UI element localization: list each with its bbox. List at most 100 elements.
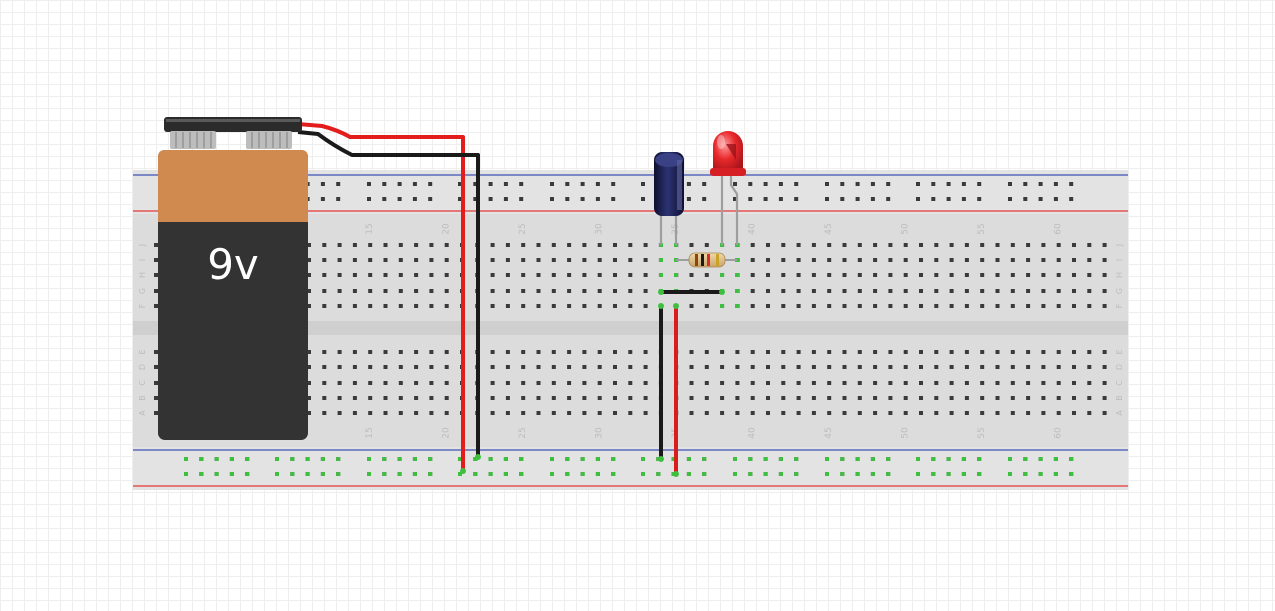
breadboard-hole (154, 304, 158, 308)
breadboard-hole (934, 289, 939, 293)
breadboard-hole (521, 273, 526, 277)
breadboard-hole (1056, 350, 1061, 354)
row-label: D (1115, 364, 1124, 370)
connected-hole (778, 472, 783, 476)
breadboard-hole (521, 396, 526, 400)
rail-hole (931, 182, 936, 186)
breadboard-hole (1102, 273, 1107, 277)
breadboard-hole (919, 365, 923, 369)
breadboard-hole (781, 411, 786, 415)
breadboard-hole (444, 381, 449, 385)
breadboard-hole (551, 411, 556, 415)
breadboard-hole (811, 396, 816, 400)
column-label: 45 (824, 427, 834, 438)
breadboard-hole (352, 350, 357, 354)
breadboard-hole (1026, 381, 1031, 385)
connected-hole (458, 457, 462, 461)
breadboard-hole (613, 396, 617, 400)
row-label: F (1115, 303, 1124, 308)
connected-hole (428, 457, 433, 461)
breadboard-hole (1041, 381, 1046, 385)
breadboard-hole (811, 350, 816, 354)
breadboard-hole (781, 365, 786, 369)
breadboard-hole (567, 350, 572, 354)
breadboard-hole (827, 365, 832, 369)
breadboard-hole (414, 396, 419, 400)
breadboard-hole (551, 304, 556, 308)
breadboard-hole (980, 396, 985, 400)
breadboard-hole (505, 258, 510, 262)
breadboard-hole (368, 350, 373, 354)
breadboard-hole (995, 304, 1000, 308)
connected-hole (748, 457, 753, 461)
connected-hole (702, 472, 707, 476)
breadboard-hole (903, 411, 908, 415)
connected-hole (214, 472, 219, 476)
connected-hole (412, 472, 417, 476)
row-label: G (1115, 288, 1124, 294)
breadboard-hole (750, 381, 755, 385)
connected-hole (229, 457, 234, 461)
row-label: B (138, 395, 147, 401)
breadboard-hole (414, 304, 419, 308)
breadboard-hole (827, 304, 832, 308)
breadboard-hole (704, 304, 709, 308)
breadboard-hole (643, 365, 648, 369)
row-label: J (138, 244, 147, 247)
breadboard-hole (689, 304, 694, 308)
breadboard-hole (919, 381, 923, 385)
rail-hole (855, 197, 860, 201)
breadboard-hole (154, 396, 158, 400)
rail-hole (488, 182, 493, 186)
breadboard-hole (597, 243, 602, 247)
breadboard-hole (1041, 396, 1046, 400)
breadboard-hole (613, 258, 617, 262)
breadboard-hole (643, 396, 648, 400)
connected-hole (367, 472, 371, 476)
connected-hole (686, 457, 691, 461)
breadboard-hole (1087, 243, 1092, 247)
breadboard-hole (1072, 243, 1076, 247)
breadboard-hole (322, 411, 327, 415)
connected-hole (275, 457, 279, 461)
breadboard-hole (1026, 289, 1031, 293)
connected-hole (778, 457, 783, 461)
breadboard-hole (154, 411, 158, 415)
breadboard-hole (735, 411, 740, 415)
breadboard-hole (888, 289, 893, 293)
breadboard-hole (307, 289, 311, 293)
wire-end (719, 289, 725, 295)
breadboard-hole (1056, 243, 1061, 247)
breadboard-hole (368, 243, 373, 247)
breadboard-hole (873, 258, 878, 262)
rail-hole (473, 182, 478, 186)
breadboard-hole (1041, 258, 1046, 262)
connected-hole (659, 273, 663, 277)
breadboard-hole (383, 411, 388, 415)
breadboard-hole (551, 243, 556, 247)
row-label: E (1115, 349, 1124, 354)
breadboard-hole (337, 365, 342, 369)
breadboard-hole (750, 273, 755, 277)
breadboard-hole (352, 396, 357, 400)
battery-snap-highlight (166, 119, 300, 122)
breadboard-hole (521, 243, 526, 247)
breadboard-hole (368, 396, 373, 400)
breadboard-hole (628, 258, 633, 262)
breadboard-hole (919, 289, 923, 293)
breadboard-hole (1102, 365, 1107, 369)
connected-hole (916, 472, 920, 476)
breadboard-hole (796, 243, 801, 247)
connected-hole (686, 472, 691, 476)
breadboard-hole (490, 350, 495, 354)
jumper-wires (658, 289, 725, 477)
breadboard-hole (444, 258, 449, 262)
rail-hole (595, 182, 600, 186)
connected-hole (763, 472, 768, 476)
breadboard-hole (842, 304, 847, 308)
breadboard-hole (766, 289, 770, 293)
connected-hole (656, 472, 661, 476)
rail-hole (595, 197, 600, 201)
breadboard-hole (628, 243, 633, 247)
connected-hole (961, 457, 966, 461)
